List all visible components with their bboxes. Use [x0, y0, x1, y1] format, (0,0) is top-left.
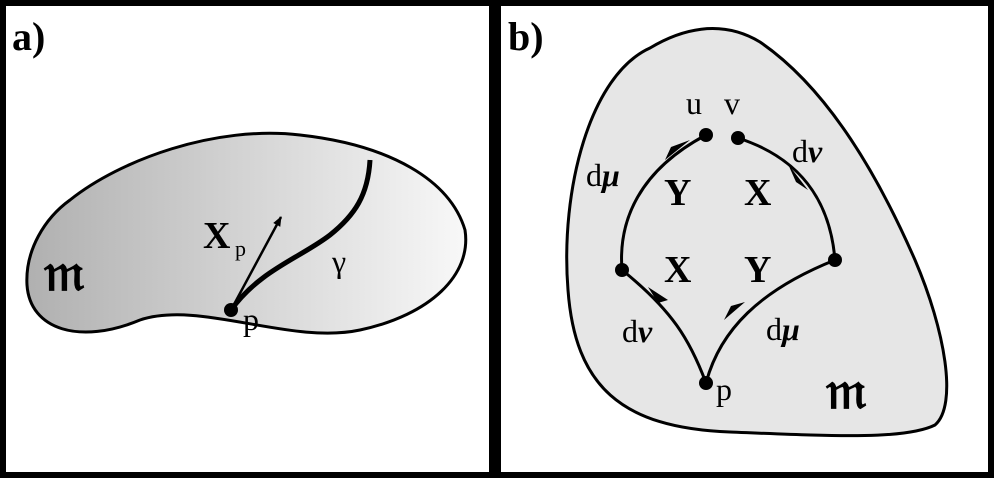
vector-label-x: X — [203, 215, 230, 257]
d-prefix: d — [586, 157, 602, 193]
path-upper-left — [620, 133, 707, 271]
point-p-a — [224, 303, 238, 317]
manifold-shape-a — [25, 131, 468, 335]
point-label-p-a: p — [243, 301, 259, 337]
vector-upper-left: Y — [664, 172, 691, 214]
manifold-symbol-b: 𝔪 — [825, 357, 867, 421]
panel-b: b) 𝔪 u v p Y X X Y dμ dν dν dμ — [508, 14, 949, 438]
manifold-shape-b — [565, 27, 949, 438]
label-d-nu-lower: dν — [622, 313, 653, 349]
manifold-symbol-a: 𝔪 — [43, 239, 85, 303]
vector-subscript-p: p — [235, 236, 246, 261]
point-right-vertex — [828, 253, 842, 267]
mu-symbol: μ — [600, 157, 620, 193]
point-v — [731, 131, 745, 145]
d-prefix: d — [622, 313, 638, 349]
panel-a: a) 𝔪 X p p γ — [12, 14, 468, 337]
nu-symbol: ν — [808, 133, 823, 169]
mu-symbol: μ — [780, 311, 800, 347]
vector-upper-right: X — [744, 172, 771, 214]
label-d-nu-upper: dν — [792, 133, 823, 169]
point-p-b — [699, 376, 713, 390]
nu-symbol: ν — [638, 313, 653, 349]
path-lower-right — [704, 258, 836, 384]
arrowhead-lower-right — [724, 302, 745, 320]
point-left-vertex — [615, 263, 629, 277]
label-d-mu-upper: dμ — [586, 157, 620, 193]
path-upper-right — [737, 136, 837, 261]
d-prefix: d — [766, 311, 782, 347]
panel-b-label: b) — [508, 14, 544, 59]
curve-gamma — [228, 159, 373, 312]
panel-a-label: a) — [12, 14, 45, 59]
label-d-mu-lower: dμ — [766, 311, 800, 347]
arrowhead-upper-right — [788, 164, 808, 190]
vector-lower-left: X — [664, 249, 691, 291]
d-prefix: d — [792, 133, 808, 169]
point-label-p-b: p — [716, 371, 732, 407]
arrowhead-upper-left — [665, 140, 690, 160]
curve-label-gamma: γ — [331, 243, 346, 279]
arrowhead-lower-left — [648, 287, 668, 303]
point-label-v: v — [724, 85, 740, 121]
vector-lower-right: Y — [744, 249, 771, 291]
point-label-u: u — [686, 85, 702, 121]
tangent-vector-arrow — [229, 216, 283, 311]
path-lower-left — [621, 268, 708, 384]
point-u — [699, 128, 713, 142]
